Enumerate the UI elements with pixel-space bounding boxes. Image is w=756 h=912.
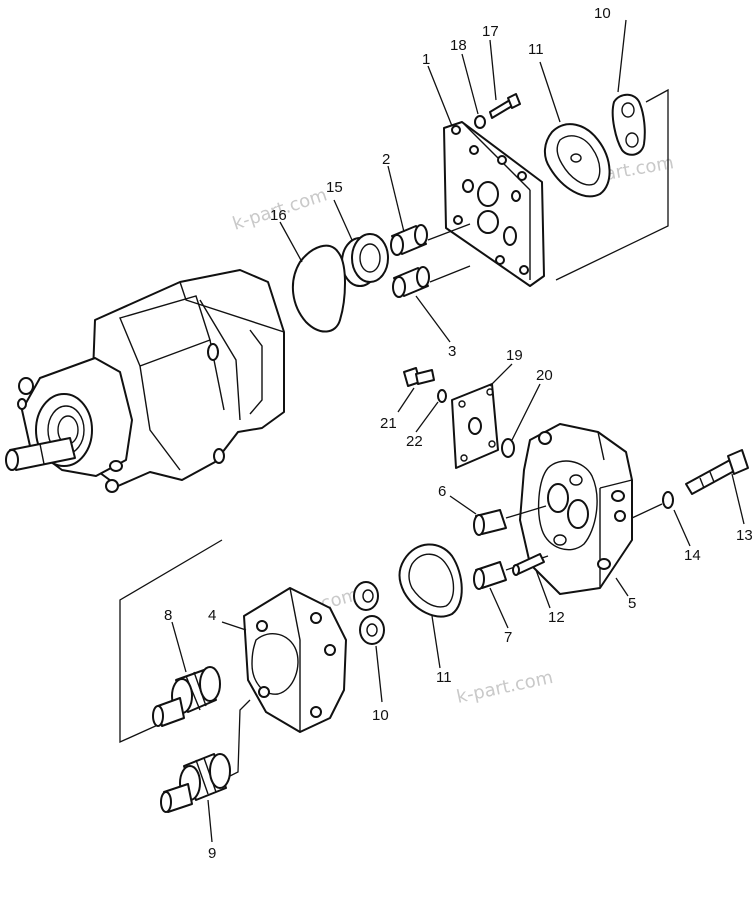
part-3-bushing — [392, 266, 430, 298]
axis-line-top-2 — [429, 265, 471, 283]
callout-18: 18 — [450, 37, 467, 54]
callout-16: 16 — [270, 207, 287, 224]
callout-5: 5 — [628, 595, 636, 612]
axis-line-top — [427, 223, 471, 241]
part-19-cover — [451, 383, 499, 469]
callout-3: 3 — [448, 343, 456, 360]
part-4-body — [243, 587, 347, 733]
part-18-washer — [474, 115, 486, 129]
callout-10-top: 10 — [594, 5, 611, 22]
part-9-gear — [160, 753, 231, 813]
callout-17: 17 — [482, 23, 499, 40]
callout-6: 6 — [438, 483, 446, 500]
callout-10-bottom: 10 — [372, 707, 389, 724]
part-6-bushing — [473, 509, 507, 536]
callout-4: 4 — [208, 607, 216, 624]
part-2-bushing — [390, 224, 428, 256]
callout-7: 7 — [504, 629, 512, 646]
part-13-bolt — [685, 449, 749, 495]
part-8-gear — [152, 666, 221, 727]
part-10-washer-bottom — [353, 581, 385, 645]
part-10-washer-top — [611, 93, 646, 156]
bracket-top — [555, 88, 669, 281]
part-20-o-ring — [501, 438, 515, 458]
callout-20: 20 — [536, 367, 553, 384]
bracket-bottom — [119, 539, 223, 744]
bracket-bottom-gear — [225, 699, 251, 779]
callout-15: 15 — [326, 179, 343, 196]
callout-13: 13 — [736, 527, 753, 544]
part-7-bushing — [473, 561, 507, 590]
part-16-seal — [291, 244, 346, 333]
callout-11-top: 11 — [528, 41, 544, 58]
callout-9: 9 — [208, 845, 216, 862]
callout-19: 19 — [506, 347, 523, 364]
callout-21: 21 — [380, 415, 397, 432]
leader-lines — [171, 19, 745, 843]
part-5-housing — [519, 423, 633, 595]
part-15-bearing — [341, 233, 389, 287]
watermark-bottom: k-part.com — [455, 667, 555, 708]
part-21-bolt — [403, 367, 435, 387]
callout-12: 12 — [548, 609, 565, 626]
part-17-bolt — [489, 93, 521, 119]
part-11-gasket-top — [544, 123, 611, 198]
callout-14: 14 — [684, 547, 701, 564]
pump-assembly — [5, 269, 285, 493]
part-22-washer — [437, 389, 447, 403]
callout-2: 2 — [382, 151, 390, 168]
axis-line-bolt — [631, 503, 663, 519]
part-12-pin — [512, 553, 545, 576]
callout-8: 8 — [164, 607, 172, 624]
part-1-plate — [443, 121, 545, 287]
callout-11-bottom: 11 — [436, 669, 452, 686]
callout-1: 1 — [422, 51, 430, 68]
part-11-gasket-bottom — [398, 543, 463, 618]
part-14-washer — [662, 491, 674, 509]
axis-line-mid — [505, 505, 547, 519]
callout-22: 22 — [406, 433, 423, 450]
